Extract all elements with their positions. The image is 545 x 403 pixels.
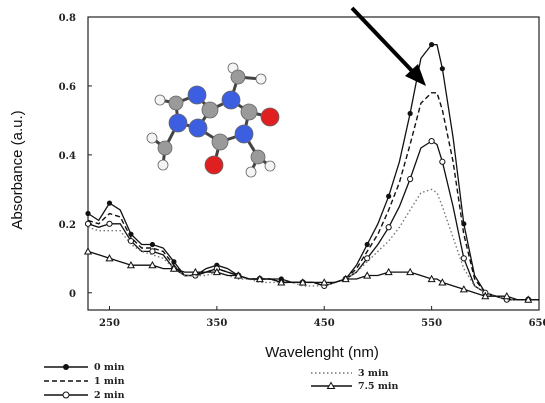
legend-item-2min: 2 min (44, 390, 125, 401)
series-7-5-min (83, 247, 539, 303)
data-point (407, 175, 414, 183)
data-point (439, 66, 445, 72)
y-tick-label: 0 (69, 289, 76, 300)
legend-label: 7.5 min (358, 381, 398, 392)
legend: 0 min 1 min 2 min 3 min 7.5 min (44, 362, 398, 401)
x-tick-label: 350 (206, 318, 227, 329)
data-point (255, 274, 264, 283)
x-tick-label: 450 (314, 318, 335, 329)
data-point (106, 200, 113, 206)
data-point (126, 260, 135, 269)
series-3-min (87, 188, 539, 301)
data-point (502, 291, 511, 300)
data-point (438, 278, 447, 286)
data-point (384, 267, 393, 276)
y-axis-ticks: 0 0.2 0.4 0.6 0.8 (59, 13, 92, 300)
data-point (149, 241, 156, 248)
legend-label: 2 min (94, 390, 125, 401)
data-point (212, 267, 221, 276)
series-2-min (84, 137, 539, 303)
data-point (191, 267, 200, 276)
data-point (148, 260, 157, 269)
plot-frame (87, 16, 540, 311)
data-point (364, 241, 370, 248)
caffeine-molecule-icon (146, 62, 280, 178)
x-tick-label: 550 (421, 318, 442, 329)
y-tick-label: 0.2 (59, 220, 76, 231)
data-point (298, 278, 307, 286)
data-point (84, 220, 92, 227)
data-point (234, 271, 243, 279)
legend-label: 1 min (94, 376, 125, 387)
x-tick-label: 250 (99, 318, 120, 329)
data-point (429, 41, 435, 48)
legend-item-3min: 3 min (311, 368, 389, 379)
data-point (149, 248, 156, 255)
peak-arrow-icon (350, 6, 426, 86)
data-point (385, 224, 392, 231)
y-axis-title: Absorbance (a.u.) (9, 110, 26, 229)
series-line (87, 92, 539, 301)
data-point (428, 137, 435, 145)
data-point (127, 237, 135, 245)
data-point (406, 267, 415, 276)
series-layer (83, 41, 539, 303)
data-point (106, 220, 113, 227)
data-point (277, 278, 286, 286)
data-point (459, 285, 468, 293)
series-line (87, 43, 539, 301)
data-point (427, 274, 436, 283)
x-axis-ticks: 250 350 450 550 650 (99, 306, 545, 329)
x-axis-title: Wavelenght (nm) (265, 344, 379, 361)
x-tick-label: 650 (529, 318, 545, 329)
y-tick-label: 0.8 (59, 13, 76, 24)
data-point (320, 278, 329, 286)
legend-item-0min: 0 min (44, 362, 125, 373)
data-point (524, 295, 533, 303)
legend-item-1min: 1 min (44, 376, 125, 387)
data-point (363, 271, 372, 279)
series-line (87, 140, 539, 301)
y-tick-label: 0.4 (59, 151, 76, 162)
data-point (481, 291, 490, 300)
data-point (386, 193, 392, 199)
data-point (439, 158, 446, 165)
data-point (407, 110, 413, 117)
data-point (460, 255, 467, 262)
data-point (341, 274, 350, 283)
data-point (85, 210, 91, 217)
data-point (169, 264, 178, 272)
legend-label: 0 min (94, 362, 125, 373)
data-point (105, 254, 114, 262)
y-tick-label: 0.6 (59, 82, 76, 93)
data-point (83, 247, 93, 255)
series-line (87, 188, 539, 301)
series-1-min (87, 92, 539, 301)
legend-item-7-5min: 7.5 min (311, 381, 398, 392)
legend-label: 3 min (358, 368, 389, 379)
